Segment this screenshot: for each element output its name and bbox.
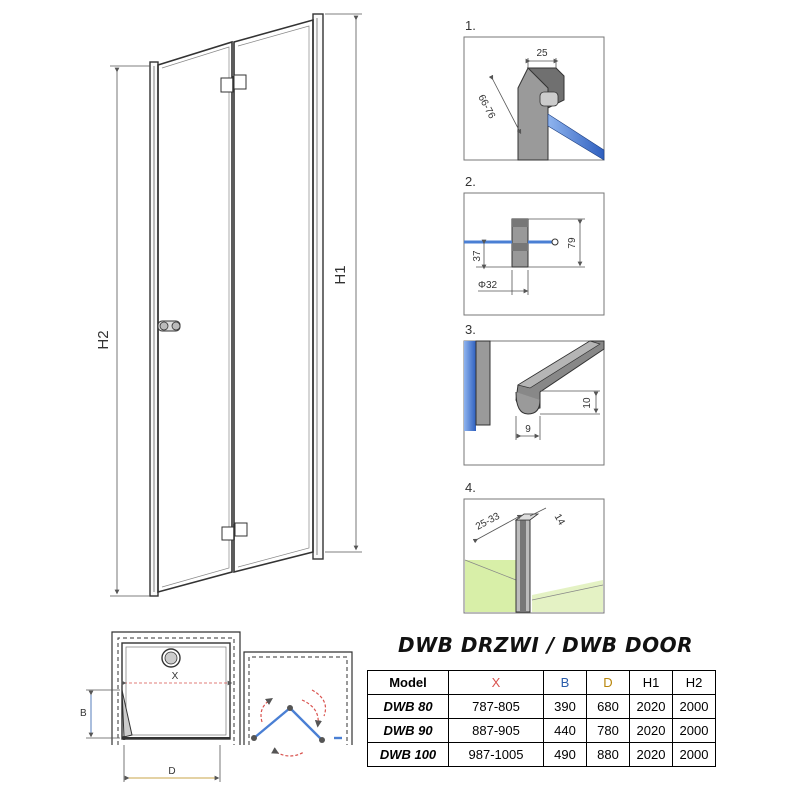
page-title: DWB DRZWI / DWB DOOR	[398, 633, 693, 657]
cell-b: 490	[543, 742, 587, 767]
detail-3-dim-height: 10	[582, 397, 593, 409]
plan-view-swing	[243, 651, 353, 757]
door-elevation: H1 H2	[95, 13, 362, 597]
detail-1-number: 1.	[465, 18, 476, 33]
door-panel-left	[157, 40, 233, 594]
detail-2-number: 2.	[465, 174, 476, 189]
plan-d-label: D	[168, 766, 175, 777]
spec-table: Model X B D H1 H2 DWB 80 787-805 390 680…	[367, 670, 716, 767]
cell-b: 440	[543, 718, 587, 743]
detail-1: 1. 25 66-76	[463, 18, 605, 161]
cell-d: 680	[586, 694, 630, 719]
cell-h1: 2020	[629, 694, 673, 719]
cell-model: DWB 90	[367, 718, 449, 743]
hinge-bottom	[221, 522, 248, 541]
col-header-d: D	[586, 670, 630, 695]
table-row: DWB 90 887-905 440 780 2020 2000	[367, 718, 716, 743]
cell-model: DWB 80	[367, 694, 449, 719]
cell-x: 887-905	[448, 718, 544, 743]
cell-d: 780	[586, 718, 630, 743]
door-panel-right	[233, 18, 314, 574]
cell-b: 390	[543, 694, 587, 719]
cell-model: DWB 100	[367, 742, 449, 767]
table-row: DWB 80 787-805 390 680 2020 2000	[367, 694, 716, 719]
h2-label: H2	[95, 330, 112, 349]
cell-h2: 2000	[672, 742, 716, 767]
col-header-h1: H1	[629, 670, 673, 695]
detail-2-dim-height: 79	[567, 237, 578, 249]
detail-1-dim-width: 25	[536, 48, 548, 59]
cell-d: 880	[586, 742, 630, 767]
plan-view-tray: X B D	[80, 631, 241, 782]
col-header-x: X	[448, 670, 544, 695]
wall-profile-right	[312, 13, 324, 560]
detail-4-dim-depth: 14	[552, 512, 567, 528]
detail-3-number: 3.	[465, 322, 476, 337]
h1-label: H1	[332, 265, 349, 284]
table-row: DWB 100 987-1005 490 880 2020 2000	[367, 742, 716, 767]
detail-3-dim-width: 9	[525, 424, 531, 435]
detail-2: 2. 79 37 Φ32	[463, 174, 605, 316]
col-header-b: B	[543, 670, 587, 695]
cell-x: 787-805	[448, 694, 544, 719]
detail-3: 3. 10 9	[463, 322, 605, 466]
plan-x-label: X	[172, 671, 179, 682]
detail-4-number: 4.	[465, 480, 476, 495]
cell-h1: 2020	[629, 742, 673, 767]
door-leaf-folded	[121, 689, 133, 738]
cell-h1: 2020	[629, 718, 673, 743]
cell-h2: 2000	[672, 718, 716, 743]
table-header-row: Model X B D H1 H2	[367, 670, 716, 695]
hinge-top	[220, 74, 247, 93]
plan-b-label: B	[80, 708, 87, 719]
col-header-h2: H2	[672, 670, 716, 695]
cell-h2: 2000	[672, 694, 716, 719]
detail-2-dim-offset: 37	[472, 250, 483, 262]
col-header-model: Model	[367, 670, 449, 695]
door-handle	[157, 320, 181, 332]
detail-2-dim-diameter: Φ32	[478, 280, 498, 291]
cell-x: 987-1005	[448, 742, 544, 767]
detail-4: 4. 25-33 14	[463, 480, 605, 614]
